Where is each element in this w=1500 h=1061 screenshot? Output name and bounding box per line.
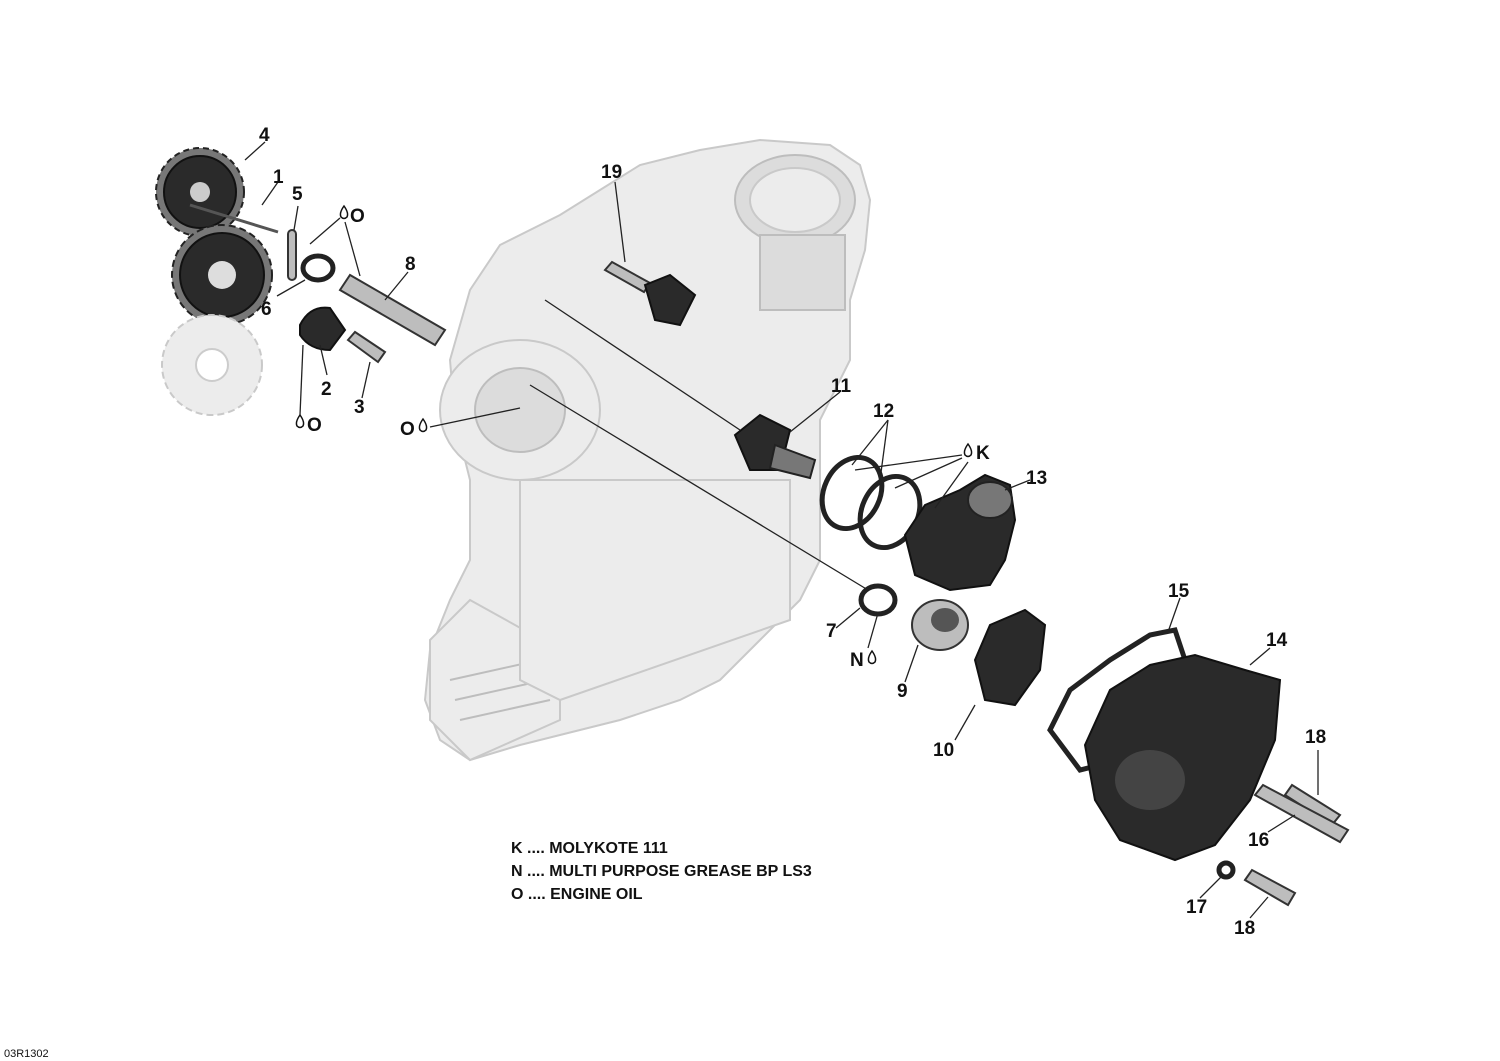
bolt-part-16[interactable]: [1253, 783, 1350, 844]
o-ring-part-17[interactable]: [1216, 860, 1236, 880]
callout-13: 13: [1026, 468, 1047, 489]
callout-12: 12: [873, 401, 894, 422]
bushing-part-2[interactable]: [299, 306, 347, 352]
symbol-o-upper: O: [350, 206, 365, 227]
callout-2: 2: [321, 379, 332, 400]
symbol-n: N: [850, 650, 864, 671]
callout-19: 19: [601, 162, 622, 183]
gear-ghost-lower: [161, 314, 263, 416]
lubricant-droplets: [295, 204, 973, 665]
symbol-o-block: O: [400, 419, 415, 440]
callout-8: 8: [405, 254, 416, 275]
axis-line-upper: [544, 299, 741, 431]
symbol-k: K: [976, 443, 990, 464]
legend-line-o: O .... ENGINE OIL: [511, 886, 643, 903]
callout-5: 5: [292, 184, 303, 205]
impeller-part-10[interactable]: [973, 608, 1047, 707]
gear-shaft-line: [189, 203, 279, 234]
sensor-part-19[interactable]: [603, 260, 697, 327]
bearing-part-9[interactable]: [911, 599, 969, 651]
callout-1: 1: [273, 167, 284, 188]
pin-part-5[interactable]: [287, 229, 297, 281]
seal-part-7[interactable]: [858, 583, 898, 617]
callout-10: 10: [933, 740, 954, 761]
housing-part-13[interactable]: [903, 473, 1017, 592]
callout-6: 6: [261, 299, 272, 320]
callout-15: 15: [1168, 581, 1190, 602]
callout-9: 9: [897, 681, 908, 702]
reference-code: 03R1302: [4, 1048, 49, 1060]
thermostat-part-11[interactable]: [733, 413, 817, 480]
callout-3: 3: [354, 397, 365, 418]
axis-line-lower: [529, 384, 869, 591]
callout-18-lower: 18: [1234, 918, 1255, 939]
bolt-part-18b[interactable]: [1243, 868, 1297, 907]
o-ring-part-12a[interactable]: [811, 448, 893, 539]
callout-7: 7: [826, 621, 837, 642]
callout-11: 11: [831, 376, 852, 397]
legend-line-n: N .... MULTI PURPOSE GREASE BP LS3: [511, 863, 812, 880]
callout-18-upper: 18: [1305, 727, 1326, 748]
symbol-o-lower: O: [307, 415, 322, 436]
shaft-part-8[interactable]: [338, 273, 447, 347]
engine-block-ghost: [423, 138, 872, 762]
callout-17: 17: [1186, 897, 1207, 918]
gear-part-1[interactable]: [171, 224, 273, 326]
legend-line-k: K .... MOLYKOTE 111: [511, 840, 668, 857]
washer-part-6[interactable]: [300, 253, 336, 283]
callout-4: 4: [259, 125, 270, 146]
pump-cover-part-14[interactable]: [1083, 653, 1282, 862]
lubricant-symbols: O O O K N: [307, 206, 990, 671]
callout-14: 14: [1266, 630, 1288, 651]
bolt-part-3[interactable]: [346, 330, 387, 364]
leader-lines: [244, 141, 1319, 919]
gear-part-4[interactable]: [155, 147, 245, 237]
callout-16: 16: [1248, 830, 1269, 851]
callout-labels: 4 1 5 6 8 2 3 19 11 12 13 7 9 10 15 14 1…: [259, 125, 1326, 939]
lubricant-legend: K .... MOLYKOTE 111 N .... MULTI PURPOSE…: [511, 840, 812, 903]
